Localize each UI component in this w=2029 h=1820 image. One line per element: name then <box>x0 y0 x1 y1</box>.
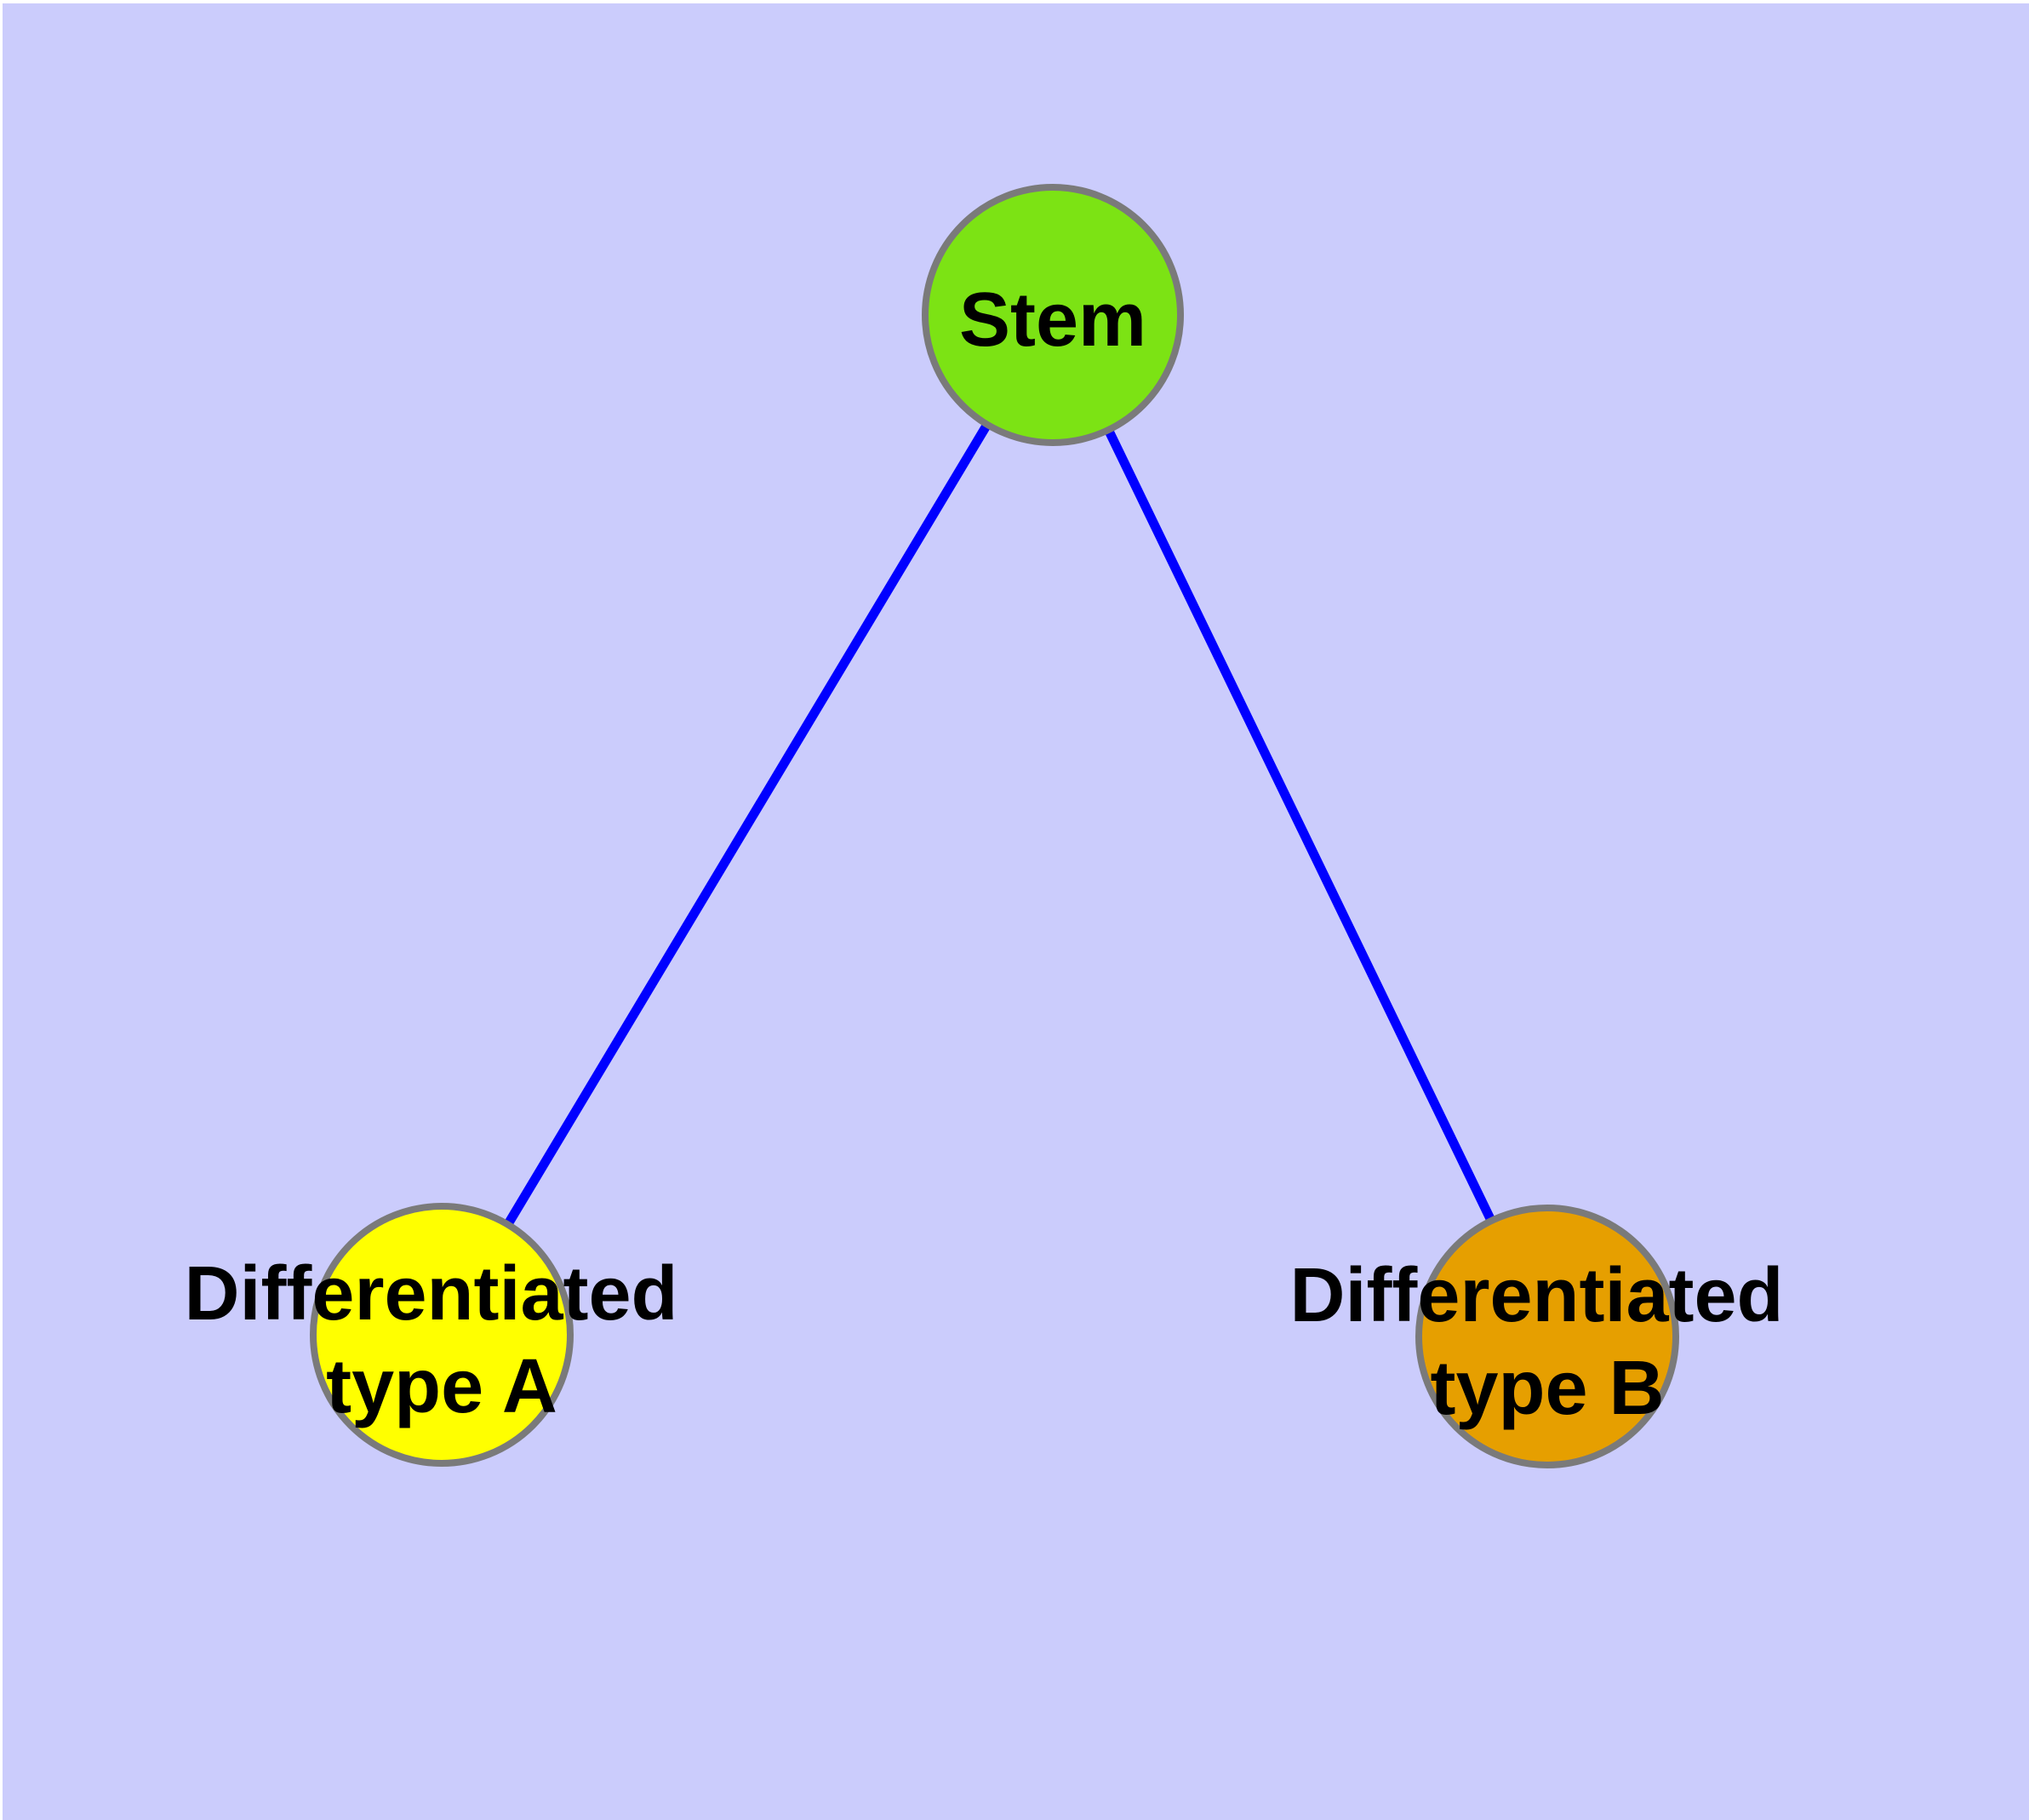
node-type-b-label: Differentiated type B <box>1289 1253 1804 1431</box>
node-differentiated-type-b <box>1415 1205 1679 1468</box>
node-type-a-label-line2: type A <box>326 1344 557 1429</box>
node-type-b-label-line1: Differentiated <box>1289 1253 1783 1338</box>
node-type-b-label-line2: type B <box>1430 1346 1664 1431</box>
edge-stem-to-type-a <box>437 312 1057 1337</box>
node-differentiated-type-a <box>310 1203 574 1467</box>
edge-stem-to-type-b <box>1049 312 1552 1339</box>
node-stem <box>922 184 1184 446</box>
node-type-a-label: Differentiated type A <box>184 1251 699 1429</box>
node-type-a-label-line1: Differentiated <box>184 1251 677 1336</box>
node-stem-label: Stem <box>959 278 1146 363</box>
